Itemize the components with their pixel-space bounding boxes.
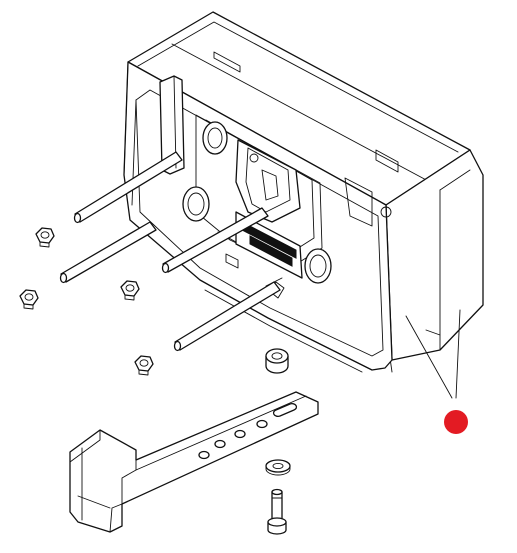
short-bolt <box>267 488 287 535</box>
callout-leader-2 <box>455 309 461 399</box>
long-bolts <box>59 151 283 352</box>
long-bolt-3 <box>161 207 269 274</box>
callout-leader-1 <box>405 315 453 399</box>
mounting-bracket <box>69 391 319 533</box>
hex-nut-4 <box>134 355 154 376</box>
hex-nuts <box>19 227 154 376</box>
long-bolt-4 <box>173 277 283 352</box>
long-bolt-1 <box>73 151 183 224</box>
washer <box>265 459 291 476</box>
spacer <box>265 348 289 374</box>
housing <box>123 11 484 373</box>
long-bolt-2 <box>59 221 157 284</box>
hex-nut-2 <box>19 289 39 310</box>
callout-marker <box>444 410 468 434</box>
hex-nut-1 <box>35 227 55 248</box>
hex-nut-3 <box>120 280 140 301</box>
callout <box>405 309 468 434</box>
